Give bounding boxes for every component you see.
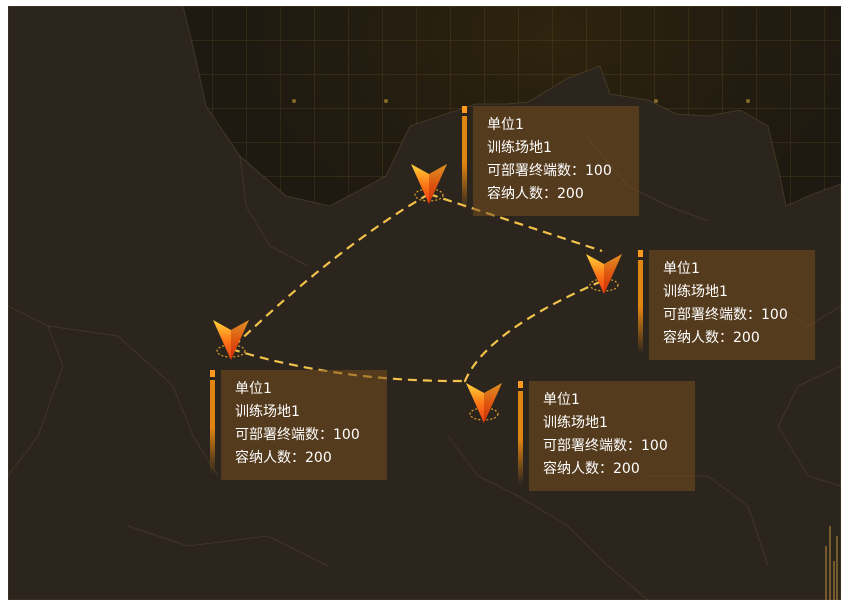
route-line [230,193,430,350]
site-unit: 单位1 [543,392,580,408]
site-info-card: 单位1 训练场地1 可部署终端数：100 容纳人数：200 [518,381,695,491]
card-accent-bar [210,370,215,474]
location-marker-icon[interactable] [584,250,624,302]
site-capacity: 容纳人数：200 [235,450,332,466]
site-unit: 单位1 [235,381,272,397]
site-capacity: 容纳人数：200 [663,330,760,346]
site-terminals: 可部署终端数：100 [487,163,612,179]
card-accent-bar [462,106,467,210]
site-venue: 训练场地1 [487,140,552,156]
map-view[interactable]: 单位1 训练场地1 可部署终端数：100 容纳人数：200 单位1 训练场地1 … [8,6,841,600]
site-info-card: 单位1 训练场地1 可部署终端数：100 容纳人数：200 [462,106,639,216]
site-info-card: 单位1 训练场地1 可部署终端数：100 容纳人数：200 [638,250,815,360]
site-terminals: 可部署终端数：100 [543,438,668,454]
route-line [428,192,603,253]
card-accent-bar [638,250,643,354]
route-line [463,279,603,405]
site-capacity: 容纳人数：200 [543,461,640,477]
location-marker-icon[interactable] [464,379,504,431]
site-terminals: 可部署终端数：100 [235,427,360,443]
card-accent-bar [518,381,523,485]
site-capacity: 容纳人数：200 [487,186,584,202]
site-venue: 训练场地1 [543,415,608,431]
site-venue: 训练场地1 [663,284,728,300]
site-terminals: 可部署终端数：100 [663,307,788,323]
site-unit: 单位1 [663,261,700,277]
site-unit: 单位1 [487,117,524,133]
location-marker-icon[interactable] [211,316,251,368]
site-venue: 训练场地1 [235,404,300,420]
location-marker-icon[interactable] [409,160,449,212]
site-info-card: 单位1 训练场地1 可部署终端数：100 容纳人数：200 [210,370,387,480]
